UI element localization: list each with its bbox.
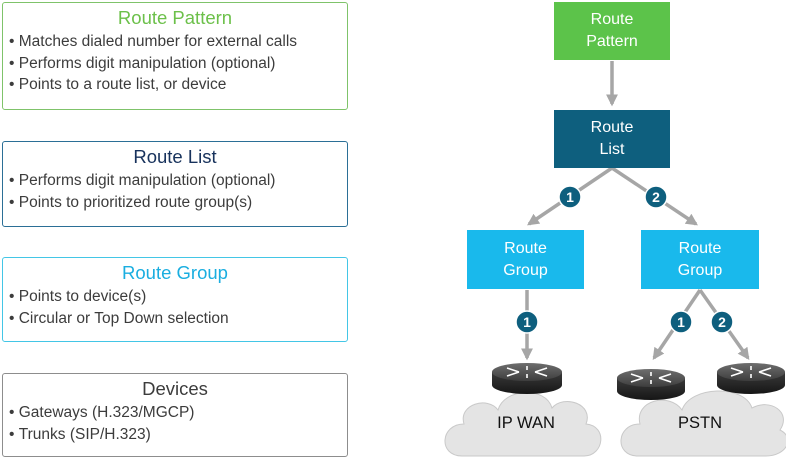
router-icon (617, 369, 685, 400)
route-group-card-title: Route Group (122, 262, 228, 283)
route-list-card: Route List Performs digit manipulation (… (2, 141, 348, 227)
route-pattern-node: Route Pattern (554, 2, 670, 60)
priority-badge-text: 1 (566, 189, 574, 205)
bullet-item: Points to device(s) (9, 286, 347, 308)
bullet-item: Performs digit manipulation (optional) (9, 170, 347, 192)
route-group-2-node: Route Group (641, 230, 759, 289)
devices-card: Devices Gateways (H.323/MGCP) Trunks (SI… (2, 373, 348, 457)
route-pattern-card-title: Route Pattern (117, 7, 233, 28)
priority-badge: 1 (558, 185, 582, 209)
priority-badge: 1 (669, 310, 693, 334)
route-group-1-node: Route Group (467, 230, 584, 289)
route-list-node-label: Route List (590, 119, 634, 158)
bullet-item: Gateways (H.323/MGCP) (9, 402, 347, 424)
bullet-item: Points to a route list, or device (9, 74, 347, 96)
priority-badge: 2 (710, 310, 734, 334)
ip-wan-label: IP WAN (497, 414, 555, 432)
bullet-item: Circular or Top Down selection (9, 308, 347, 330)
bullet-item: Performs digit manipulation (optional) (9, 53, 347, 75)
pstn-cloud-icon (620, 390, 786, 457)
route-list-card-title: Route List (133, 146, 217, 167)
route-group-card: Route Group Points to device(s) Circular… (2, 257, 348, 342)
route-pattern-node-label: Route Pattern (586, 11, 638, 50)
route-group-1-node-label: Route Group (503, 239, 548, 279)
pstn-label: PSTN (678, 414, 722, 432)
route-list-node: Route List (554, 110, 670, 168)
priority-badge-text: 1 (523, 314, 531, 330)
priority-badge-text: 2 (652, 189, 660, 205)
route-list-bullet-list: Performs digit manipulation (optional) P… (9, 170, 347, 213)
router-icon (492, 363, 562, 394)
priority-badge: 1 (515, 310, 539, 334)
bullet-item: Points to prioritized route group(s) (9, 192, 347, 214)
route-group-2-node-label: Route Group (677, 239, 723, 279)
router-icon (717, 363, 785, 394)
route-pattern-bullet-list: Matches dialed number for external calls… (9, 31, 347, 96)
priority-badge-text: 1 (677, 314, 685, 330)
devices-bullet-list: Gateways (H.323/MGCP) Trunks (SIP/H.323) (9, 402, 347, 445)
bullet-item: Matches dialed number for external calls (9, 31, 347, 53)
priority-badge: 2 (644, 185, 668, 209)
bullet-item: Trunks (SIP/H.323) (9, 424, 347, 446)
priority-badge-text: 2 (718, 314, 726, 330)
devices-card-title: Devices (142, 378, 208, 399)
route-pattern-card: Route Pattern Matches dialed number for … (2, 2, 348, 110)
route-group-bullet-list: Points to device(s) Circular or Top Down… (9, 286, 347, 329)
